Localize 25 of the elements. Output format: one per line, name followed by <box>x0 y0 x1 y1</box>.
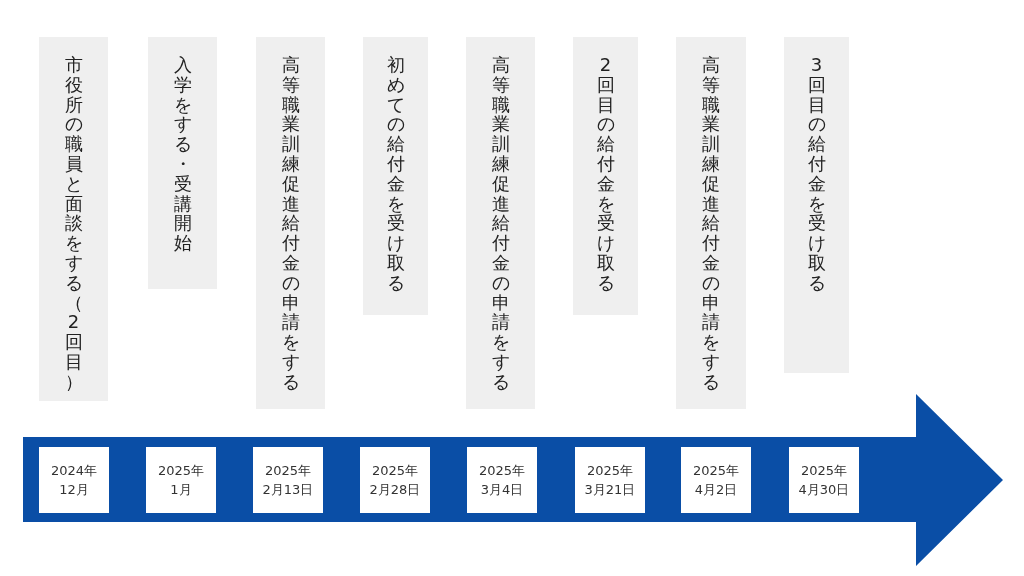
event-label: 3回目の給付金を受け取る <box>807 55 826 293</box>
date-label: 2025年2月13日 <box>262 462 314 499</box>
date-box <box>681 447 751 513</box>
event-label: 高等職業訓練促進給付金の申請をする <box>702 55 720 392</box>
date-label: 2025年3月21日 <box>584 462 636 499</box>
date-label: 2025年4月30日 <box>798 462 850 499</box>
date-label: 2025年3月4日 <box>477 462 527 499</box>
date-box <box>146 447 216 513</box>
date-label: 2025年4月2日 <box>691 462 741 499</box>
event-label: 入学をする・受講開始 <box>173 55 192 253</box>
date-box <box>467 447 537 513</box>
timeline-arrow <box>23 394 1003 566</box>
date-box <box>575 447 645 513</box>
date-box <box>360 447 430 513</box>
date-label: 2025年2月28日 <box>369 462 421 499</box>
event-label: 市役所の職員と面談をする（2回目） <box>64 55 83 392</box>
date-box <box>39 447 109 513</box>
event-label: 高等職業訓練促進給付金の申請をする <box>281 55 300 392</box>
date-box <box>253 447 323 513</box>
event-label: 2回目の給付金を受け取る <box>596 55 615 293</box>
event-label: 高等職業訓練促進給付金の申請をする <box>491 55 510 392</box>
event-label: 初めての給付金を受け取る <box>386 55 405 293</box>
date-label: 2024年12月 <box>49 462 99 499</box>
date-label: 2025年1月 <box>156 462 206 499</box>
date-box <box>789 447 859 513</box>
